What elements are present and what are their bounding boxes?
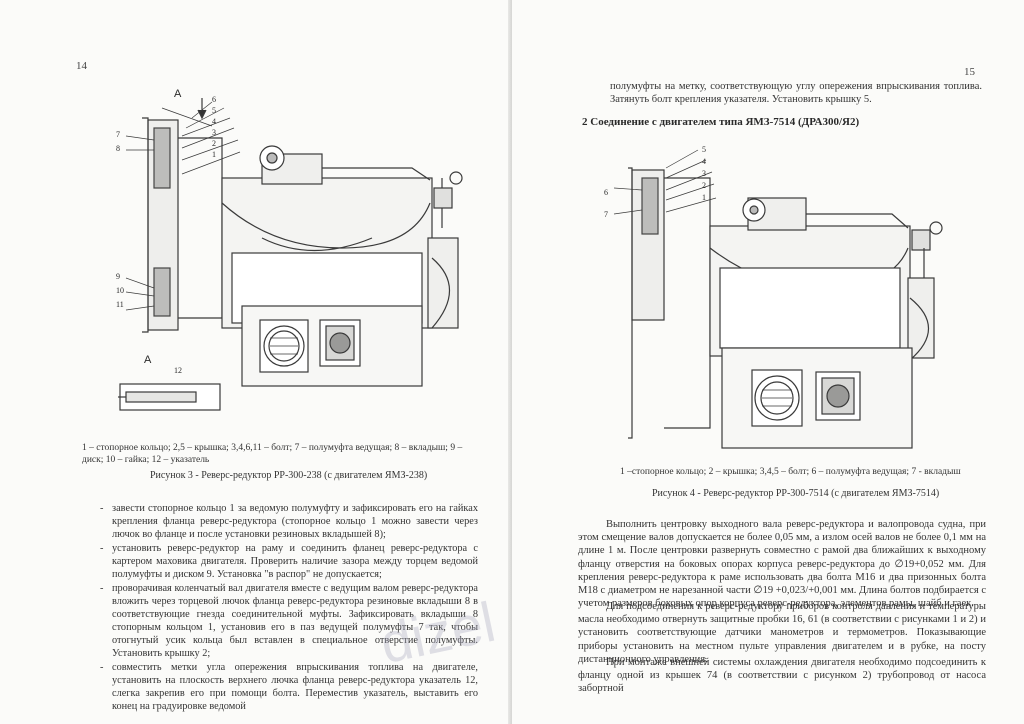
callout-1: 1 [702, 193, 706, 202]
callout-8: 8 [116, 144, 120, 153]
callout-6: 6 [212, 95, 216, 104]
callout-5: 5 [702, 145, 706, 154]
callout-3: 3 [212, 128, 216, 137]
callouts-left: 6 7 [604, 182, 608, 226]
callout-1: 1 [212, 150, 216, 159]
instruments-paragraph: Для подсоединения к реверс-редуктору при… [578, 601, 986, 665]
callout-12: 12 [174, 366, 182, 375]
callout-2: 2 [702, 181, 706, 190]
callout-3: 3 [702, 169, 706, 178]
callout-4: 4 [212, 117, 216, 126]
assembly-steps-list: завести стопорное кольцо 1 за ведомую по… [100, 502, 478, 714]
figure-4-caption: 1 –стопорное кольцо; 2 – крышка; 3,4,5 –… [620, 467, 961, 477]
callouts-top: 5 4 3 2 1 [702, 144, 706, 204]
view-label: A [144, 354, 152, 366]
callout-7: 7 [116, 130, 120, 139]
figure-3-caption: 1 – стопорное кольцо; 2,5 – крышка; 3,4,… [82, 443, 463, 465]
callout-11: 11 [116, 300, 124, 309]
callouts-left-top: 7 8 [116, 128, 120, 156]
figure-4-title: Рисунок 4 - Реверс-редуктор РР-300-7514 … [652, 488, 940, 499]
list-item: завести стопорное кольцо 1 за ведомую по… [100, 502, 478, 541]
callout-9: 9 [116, 272, 120, 281]
figure-3-title: Рисунок 3 - Реверс-редуктор РР-300-238 (… [150, 470, 428, 481]
callout-10: 10 [116, 286, 124, 295]
arrow-label: A [174, 88, 182, 100]
callouts-left-bottom: 9 10 11 [116, 270, 124, 312]
figure-3-drawing: A A 7 8 9 10 11 6 5 4 3 2 1 12 [112, 88, 482, 418]
left-page: 14 [0, 0, 512, 724]
callouts-top: 6 5 4 3 2 1 [212, 94, 216, 160]
figure-4-drawing: 6 7 5 4 3 2 1 [602, 138, 962, 458]
right-page: 15 полумуфты на метку, соответствующую у… [512, 0, 1024, 724]
callout-7: 7 [604, 210, 608, 219]
callout-2: 2 [212, 139, 216, 148]
callout-5: 5 [212, 106, 216, 115]
cooling-paragraph: При монтаже внешней системы охлаждения д… [578, 657, 986, 695]
list-item: установить реверс-редуктор на раму и сое… [100, 542, 478, 581]
centering-paragraph: Выполнить центровку выходного вала ревер… [578, 519, 986, 610]
callout-4: 4 [702, 157, 706, 166]
intro-paragraph: полумуфты на метку, соответствующую углу… [610, 81, 982, 106]
callout-6: 6 [604, 188, 608, 197]
page-number: 15 [964, 66, 975, 78]
list-item: проворачивая коленчатый вал двигателя вм… [100, 582, 478, 660]
list-item: совместить метки угла опережения впрыски… [100, 661, 478, 713]
section-heading: 2 Соединение с двигателем типа ЯМЗ-7514 … [582, 116, 860, 128]
page-number: 14 [76, 60, 87, 72]
